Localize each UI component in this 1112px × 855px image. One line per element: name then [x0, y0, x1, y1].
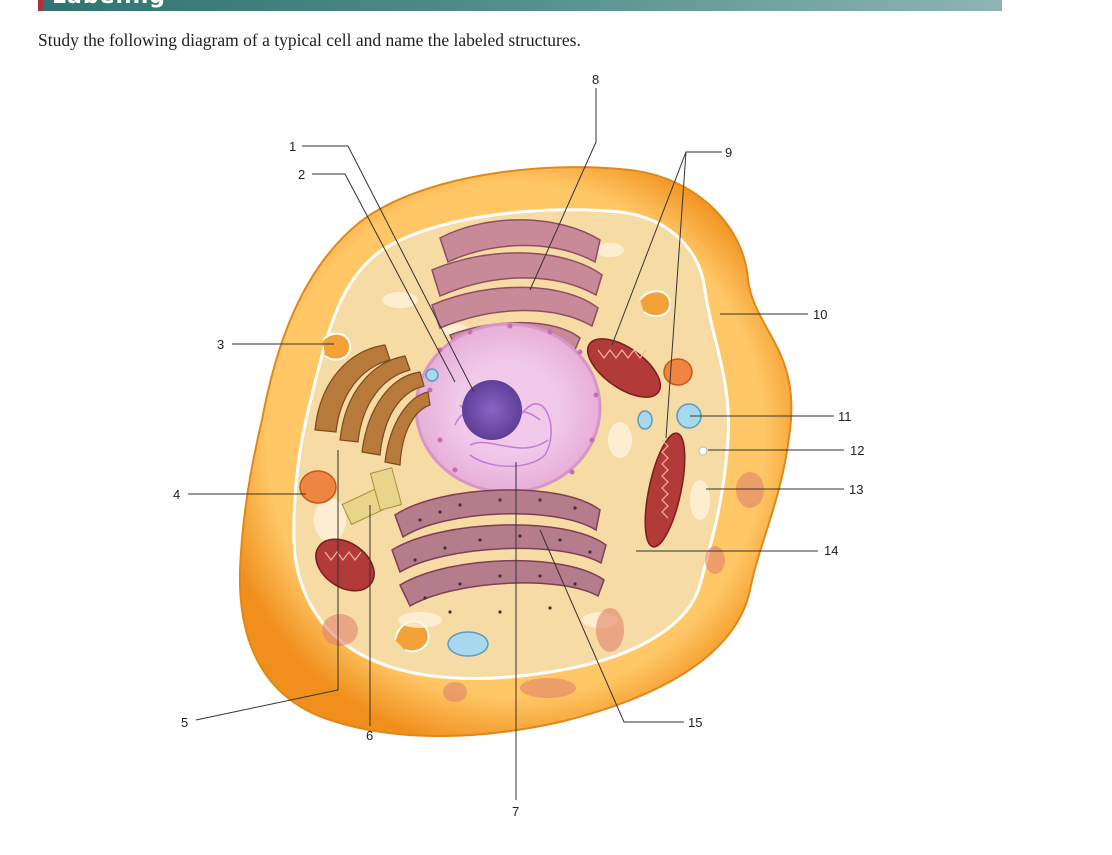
membrane-fold-3: [322, 332, 352, 361]
lysosome-right: [663, 358, 693, 386]
mitochondria-cristae: [324, 349, 669, 561]
leader-8: [529, 88, 597, 291]
label-2: 2: [298, 167, 305, 182]
label-7: 7: [512, 804, 519, 819]
nuclear-pores: [427, 323, 599, 475]
leader-2: [312, 173, 456, 383]
vesicles: [425, 368, 702, 657]
leader-9b: [665, 151, 687, 439]
label-1: 1: [289, 139, 296, 154]
rough-er-bottom: [391, 489, 607, 608]
membrane-fold-top: [639, 290, 672, 318]
header-accent: [38, 0, 43, 11]
ribosomes: [413, 498, 592, 614]
cytoplasm-texture: [314, 243, 710, 628]
label-14: 14: [824, 543, 838, 558]
label-3: 3: [217, 337, 224, 352]
centrioles: [341, 467, 403, 526]
label-9: 9: [725, 145, 732, 160]
leader-5: [195, 450, 339, 721]
header-bar: [38, 0, 1002, 11]
label-6: 6: [366, 728, 373, 743]
label-4: 4: [173, 487, 180, 502]
nucleolus: [462, 380, 522, 440]
instruction-text: Study the following diagram of a typical…: [38, 30, 581, 50]
label-11: 11: [838, 409, 852, 424]
membrane-fold-bottom: [394, 620, 430, 653]
label-13: 13: [849, 482, 863, 497]
vesicle-12: [698, 446, 708, 456]
lysosome-left: [299, 470, 337, 504]
golgi-apparatus: [314, 344, 431, 466]
label-10: 10: [813, 307, 827, 322]
section-title: Labeling: [52, 0, 166, 8]
label-8: 8: [592, 72, 599, 87]
label-15: 15: [688, 715, 702, 730]
label-12: 12: [850, 443, 864, 458]
mitochondria: [315, 338, 686, 592]
label-5: 5: [181, 715, 188, 730]
leader-lines: [188, 88, 844, 800]
membrane-bumps: [322, 472, 764, 702]
leader-15: [539, 529, 684, 723]
leader-1: [302, 145, 475, 393]
